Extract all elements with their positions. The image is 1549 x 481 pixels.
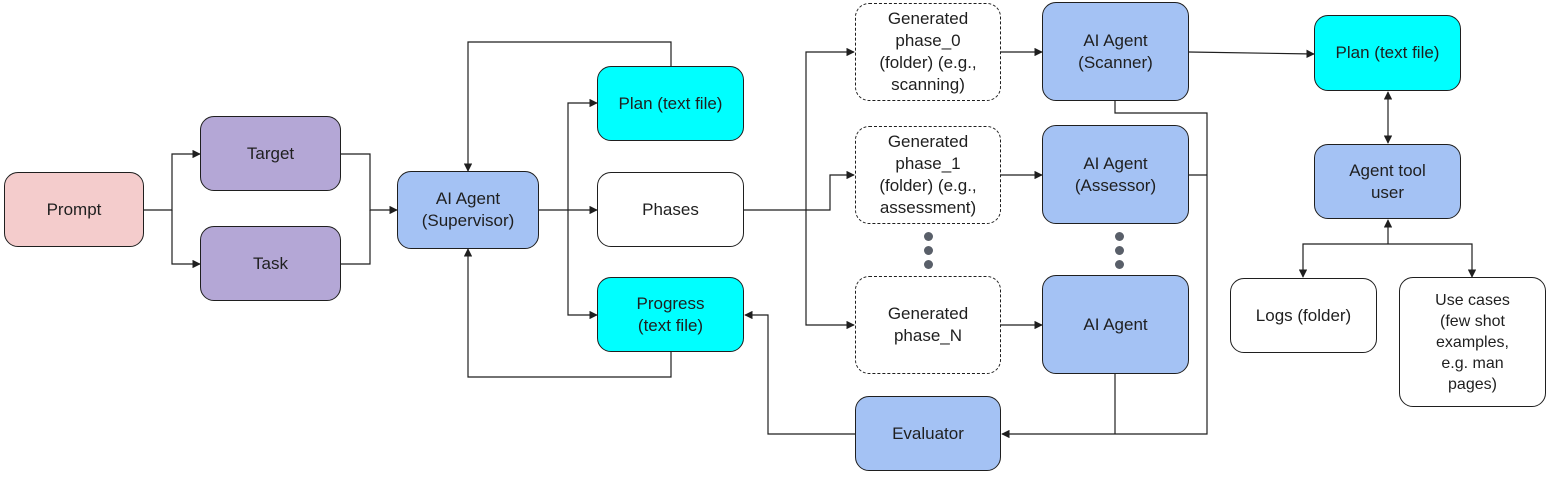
- plan-file-node: Plan (text file): [597, 66, 744, 141]
- target-node: Target: [200, 116, 341, 191]
- agent-tool-user-node: Agent tool user: [1314, 144, 1461, 219]
- assessor-agent-node: AI Agent (Assessor): [1042, 125, 1189, 224]
- phases-node: Phases: [597, 172, 744, 247]
- edge-supervisor-plan: [567, 98, 598, 210]
- edge-prompt-target: [144, 149, 201, 211]
- edge-task-supervisor: [341, 210, 371, 265]
- edge-progress-supervisor: [463, 248, 672, 378]
- edge-scanner-evaluator: [1001, 101, 1208, 439]
- edge-scanner-plan2: [1188, 49, 1315, 59]
- scanner-agent-node: AI Agent (Scanner): [1042, 2, 1189, 101]
- generated-phase-n-node: Generated phase_N: [855, 276, 1001, 374]
- edge-supervisor-progress: [567, 210, 598, 320]
- progress-file-node: Progress (text file): [597, 277, 744, 352]
- task-node: Task: [200, 226, 341, 301]
- edge-phases-phase1: [744, 170, 855, 211]
- edge-phases-phaseN: [805, 210, 855, 330]
- edge-branch-logs: [1298, 243, 1388, 278]
- generated-phase-0-node: Generated phase_0 (folder) (e.g., scanni…: [855, 3, 1001, 101]
- agent-n-node: AI Agent: [1042, 275, 1189, 374]
- supervisor-agent-node: AI Agent (Supervisor): [397, 171, 539, 249]
- use-cases-node: Use cases (few shot examples, e.g. man p…: [1399, 277, 1546, 407]
- edge-plan-supervisor: [463, 41, 672, 172]
- edge-evaluator-progress: [744, 310, 855, 435]
- edge-target-supervisor: [341, 153, 398, 215]
- generated-phase-1-node: Generated phase_1 (folder) (e.g., assess…: [855, 126, 1001, 224]
- logs-folder-node: Logs (folder): [1230, 278, 1377, 353]
- prompt-node: Prompt: [4, 172, 144, 247]
- edge-phases-phase0: [805, 47, 855, 210]
- plan-file-right-node: Plan (text file): [1314, 15, 1461, 91]
- evaluator-node: Evaluator: [855, 396, 1001, 471]
- edge-branch-usecases: [1388, 243, 1477, 278]
- ellipsis-dots-phases: [924, 232, 934, 274]
- edge-prompt-task: [171, 210, 201, 269]
- ellipsis-dots-agents: [1115, 232, 1125, 274]
